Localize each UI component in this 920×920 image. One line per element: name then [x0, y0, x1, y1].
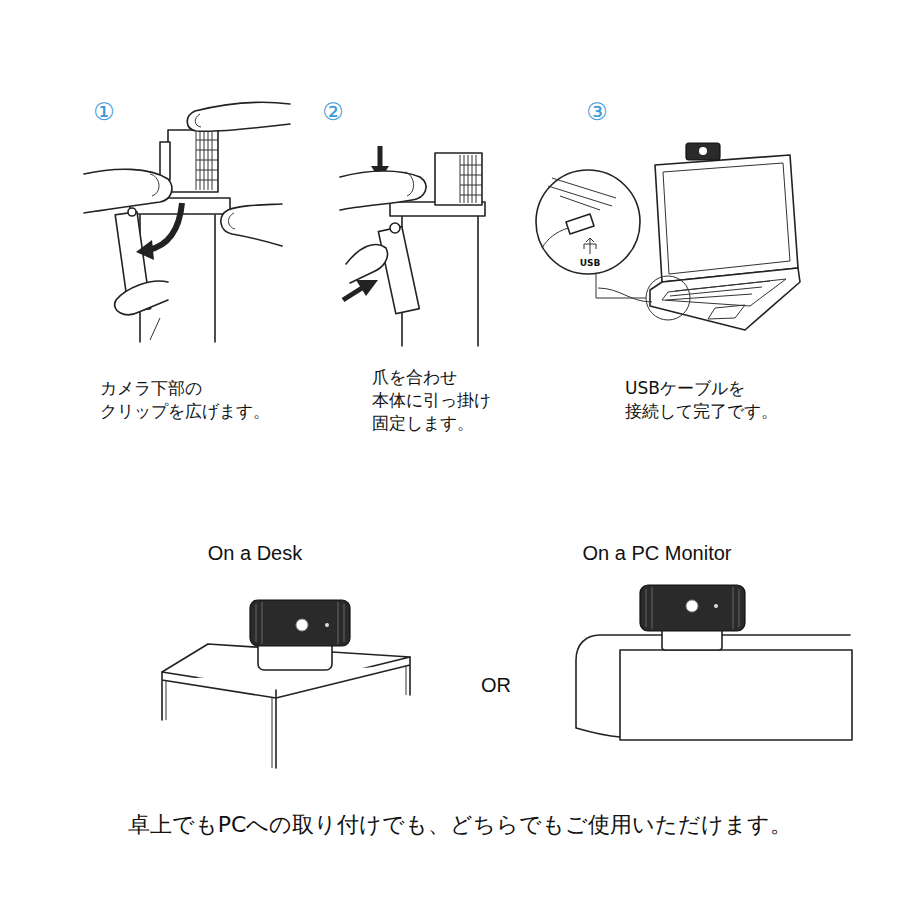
- option-title: On a Desk: [208, 542, 302, 564]
- or-label: OR: [481, 674, 511, 696]
- port-label: USB: [579, 259, 602, 269]
- step2-illustration: [340, 146, 485, 346]
- step-text: USBケーブルを 接続して完了です。: [625, 377, 810, 423]
- caption: 卓上でもPCへの取り付けでも、どちらでもご使用いただけます。: [128, 810, 793, 840]
- step-text: カメラ下部の クリップを広げます。: [100, 377, 305, 423]
- step-number: ③: [586, 99, 608, 125]
- step-text: 爪を合わせ 本体に引っ掛け 固定します。: [372, 366, 522, 435]
- step-number: ①: [93, 99, 115, 125]
- step3-illustration: [536, 143, 800, 330]
- desk-illustration: [162, 600, 410, 768]
- step1-illustration: [84, 102, 290, 342]
- option-title: On a PC Monitor: [583, 542, 732, 564]
- monitor-illustration: [576, 585, 852, 740]
- step-number: ②: [322, 99, 344, 125]
